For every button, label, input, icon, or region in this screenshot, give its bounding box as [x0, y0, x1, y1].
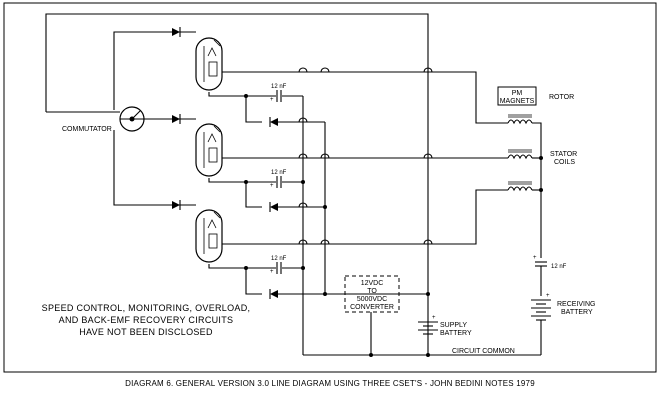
- svg-text:SUPPLY: SUPPLY: [440, 322, 467, 329]
- svg-text:PM: PM: [512, 90, 523, 97]
- receiving-side: + 12 nF + RECEIVING BATTERY: [531, 255, 596, 355]
- cap-bot-plus: +: [270, 269, 274, 275]
- feed-diodes: [172, 27, 181, 210]
- cset-middle: [195, 123, 223, 177]
- recovery-networks: 12 nF + 12 nF + 12 nF +: [208, 84, 428, 355]
- junction-dots: [244, 94, 430, 357]
- commutator-loop-wiring: [45, 13, 429, 355]
- svg-text:HAVE NOT BEEN DISCLOSED: HAVE NOT BEEN DISCLOSED: [79, 327, 213, 337]
- svg-text:12VDC: 12VDC: [361, 280, 384, 287]
- cap-mid-label: 12 nF: [271, 170, 287, 176]
- cap-right-label: 12 nF: [551, 264, 567, 270]
- crossovers: [298, 67, 433, 245]
- svg-text:BATTERY: BATTERY: [561, 309, 593, 316]
- cap-top-label: 12 nF: [271, 84, 287, 90]
- cset-top: [195, 37, 223, 91]
- converter: 12VDC TO 5000VDC CONVERTER: [344, 275, 400, 355]
- svg-text:CONVERTER: CONVERTER: [350, 304, 394, 311]
- svg-text:+: +: [432, 315, 436, 321]
- svg-text:5000VDC: 5000VDC: [357, 296, 387, 303]
- supply-battery: + SUPPLY BATTERY: [418, 315, 472, 337]
- svg-text:+: +: [546, 293, 550, 299]
- stator-coil-mid: [507, 149, 533, 160]
- rotor-and-stator: PM MAGNETS ROTOR STATOR COILS: [497, 86, 577, 258]
- commutator-symbol: COMMUTATOR: [62, 106, 150, 133]
- svg-text:BATTERY: BATTERY: [440, 330, 472, 337]
- stator-drive-wiring: [222, 71, 508, 245]
- svg-text:SPEED CONTROL, MONITORING, OVE: SPEED CONTROL, MONITORING, OVERLOAD,: [42, 303, 251, 313]
- svg-text:COILS: COILS: [554, 159, 575, 166]
- cap-bot-label: 12 nF: [271, 256, 287, 262]
- svg-text:AND BACK-EMF RECOVERY CIRCUITS: AND BACK-EMF RECOVERY CIRCUITS: [59, 315, 234, 325]
- svg-text:+: +: [533, 255, 537, 261]
- cset-devices: [195, 37, 223, 263]
- svg-text:STATOR: STATOR: [550, 151, 577, 158]
- circuit-common-label: CIRCUIT COMMON: [452, 348, 515, 355]
- outer-frame: [3, 2, 657, 373]
- cap-top-plus: +: [270, 97, 274, 103]
- cset-bottom: [195, 209, 223, 263]
- stator-coil-bot: [507, 181, 533, 192]
- stator-coil-top: [507, 114, 533, 125]
- disclosure-note: SPEED CONTROL, MONITORING, OVERLOAD, AND…: [42, 303, 251, 337]
- svg-text:ROTOR: ROTOR: [549, 94, 574, 101]
- diagram-caption: DIAGRAM 6. GENERAL VERSION 3.0 LINE DIAG…: [125, 379, 535, 388]
- cap-mid-plus: +: [270, 183, 274, 189]
- svg-text:RECEIVING: RECEIVING: [557, 301, 596, 308]
- commutator-label: COMMUTATOR: [62, 126, 112, 133]
- svg-text:MAGNETS: MAGNETS: [500, 98, 535, 105]
- svg-text:TO: TO: [367, 288, 377, 295]
